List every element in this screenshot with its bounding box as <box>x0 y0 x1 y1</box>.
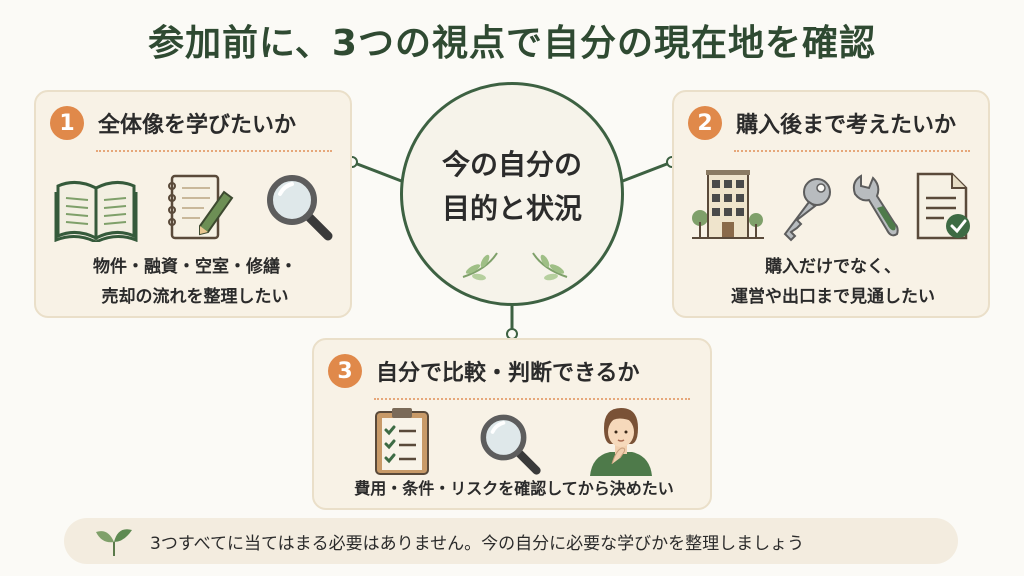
document-check-icon <box>916 172 970 240</box>
card-compare-judge: 3 自分で比較・判断できるか <box>312 338 712 510</box>
card-desc-2-line1: 購入だけでなく、 <box>765 257 901 277</box>
magnifier-icon <box>267 175 333 241</box>
checklist-icon <box>375 408 429 475</box>
center-line-2: 目的と状況 <box>441 192 582 225</box>
dotted-divider <box>734 150 970 152</box>
thinking-person-icon <box>590 408 652 476</box>
card-desc-2-line2: 運営や出口まで見通したい <box>731 287 935 307</box>
card-desc-1-line1: 物件・融資・空室・修繕・ <box>93 257 297 277</box>
card-number-3: 3 <box>328 354 362 388</box>
leaves-icon <box>462 252 568 281</box>
card-number-2: 2 <box>688 106 722 140</box>
card-after-purchase: 2 購入後まで考えたいか <box>672 90 990 318</box>
footer-note: 3つすべてに当てはまる必要はありません。今の自分に必要な学びかを整理しましょう <box>64 518 958 564</box>
card-heading-2: 購入後まで考えたいか <box>736 113 957 138</box>
notebook-pencil-icon <box>168 174 234 240</box>
card-desc-1-line2: 売却の流れを整理したい <box>101 287 289 307</box>
card-heading-3: 自分で比較・判断できるか <box>376 361 640 386</box>
card-number-1: 1 <box>50 106 84 140</box>
card-desc-3: 費用・条件・リスクを確認してから決めたい <box>354 479 674 498</box>
footer-text: 3つすべてに当てはまる必要はありません。今の自分に必要な学びかを整理しましょう <box>150 533 805 554</box>
key-icon <box>783 178 831 242</box>
wrench-icon <box>853 174 899 237</box>
card-learn-overview: 1 全体像を学びたいか <box>34 90 352 318</box>
center-line-1: 今の自分の <box>441 148 582 181</box>
dotted-divider <box>374 398 690 400</box>
sprout-icon <box>96 529 132 556</box>
center-circle: 今の自分の 目的と状況 <box>400 82 624 306</box>
building-icon <box>692 170 764 239</box>
dotted-divider <box>96 150 332 152</box>
magnifier-icon <box>480 414 541 475</box>
open-book-icon <box>54 181 138 242</box>
page-title: 参加前に、3つの視点で自分の現在地を確認 <box>148 23 876 64</box>
card-heading-1: 全体像を学びたいか <box>98 113 297 138</box>
center-text: 今の自分の 目的と状況 <box>403 143 621 231</box>
